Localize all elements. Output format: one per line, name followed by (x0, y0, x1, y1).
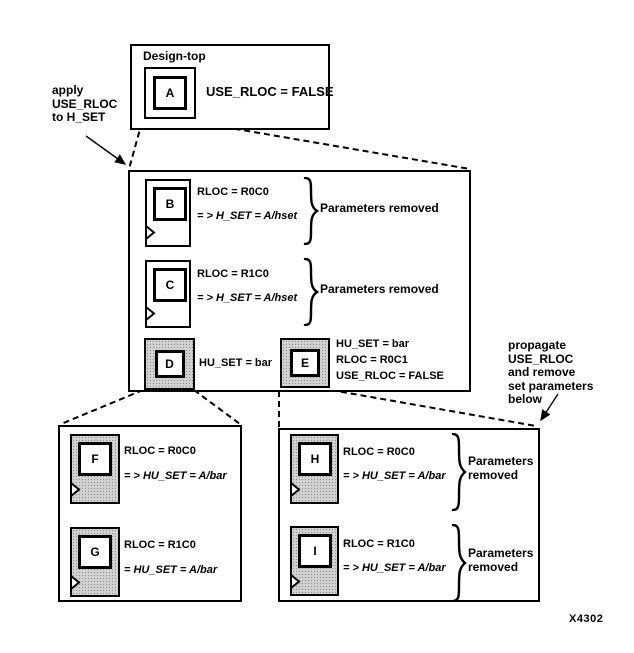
note-line: and remove (508, 365, 576, 379)
block-f-param-2: = > HU_SET = A/bar (124, 470, 227, 482)
note-line: USE_RLOC (508, 351, 574, 366)
block-h: H (290, 434, 339, 504)
block-b-label: B (153, 187, 187, 221)
block-c-param-2: = > H_SET = A/hset (197, 292, 298, 304)
parameters-removed-note: Parameters removed (320, 282, 439, 296)
block-f-label: F (78, 442, 112, 476)
note-line: propagate (508, 338, 567, 352)
block-b-param-2: = > H_SET = A/hset (197, 210, 298, 222)
block-i-label: I (298, 534, 332, 568)
block-e-param-2: RLOC = R0C1 (336, 354, 408, 366)
block-d: D (144, 338, 195, 390)
block-e-param-1: HU_SET = bar (336, 338, 410, 350)
block-b-param-1: RLOC = R0C0 (197, 186, 269, 198)
block-e: E (280, 338, 330, 388)
note-propagate-use-rloc: propagate USE_RLOC and remove set parame… (508, 338, 594, 407)
block-h-param-2: = > HU_SET = A/bar (343, 470, 446, 482)
block-h-label: H (298, 442, 332, 476)
brace-icon (303, 258, 319, 326)
block-g: G (70, 527, 120, 597)
parameters-removed-note: Parameters removed (468, 454, 534, 482)
bottom-left-box: F RLOC = R0C0 = > HU_SET = A/bar G RLOC … (58, 425, 242, 602)
clock-input-icon (70, 575, 81, 590)
block-h-param-1: RLOC = R0C0 (343, 446, 415, 458)
design-top-title: Design-top (143, 49, 206, 63)
block-f: F (70, 434, 120, 504)
block-g-param-2: = HU_SET = A/bar (124, 564, 218, 576)
clock-input-icon (290, 482, 301, 497)
clock-input-icon (70, 482, 81, 497)
block-c: C (145, 260, 191, 328)
block-a-label: A (153, 76, 187, 110)
note-apply-use-rloc: apply USE_RLOC to H_SET (52, 83, 118, 125)
clock-input-icon (290, 574, 301, 589)
block-c-param-1: RLOC = R1C0 (197, 268, 269, 280)
block-e-param-3: USE_RLOC = FALSE (336, 370, 444, 382)
parameters-removed-note: Parameters removed (468, 546, 534, 574)
block-i: I (290, 526, 339, 596)
block-e-label: E (290, 349, 320, 377)
design-top-param: USE_RLOC = FALSE (206, 84, 334, 99)
brace-icon (451, 433, 467, 511)
brace-icon (303, 177, 319, 245)
block-b: B (145, 179, 191, 247)
block-d-label: D (154, 350, 185, 378)
note-line: to H_SET (52, 110, 106, 124)
note-line: USE_RLOC (52, 96, 118, 111)
clock-input-icon (145, 306, 156, 321)
note-line: set parameters (508, 378, 594, 393)
block-i-param-2: = > HU_SET = A/bar (343, 562, 446, 574)
block-g-param-1: RLOC = R1C0 (124, 539, 196, 551)
left-note-arrow (85, 135, 127, 165)
block-f-param-1: RLOC = R0C0 (124, 445, 196, 457)
design-top-box: Design-top A USE_RLOC = FALSE (130, 44, 334, 130)
mid-box: B RLOC = R0C0 = > H_SET = A/hset Paramet… (128, 170, 471, 392)
block-g-label: G (78, 535, 112, 569)
block-c-label: C (153, 268, 187, 302)
figure-id: X4302 (569, 613, 604, 625)
block-a: A (144, 67, 196, 119)
clock-input-icon (145, 225, 156, 240)
block-d-param-1: HU_SET = bar (199, 357, 273, 369)
note-line: below (508, 392, 543, 406)
brace-icon (451, 524, 467, 602)
bottom-right-box: H RLOC = R0C0 = > HU_SET = A/bar Paramet… (278, 428, 540, 602)
parameters-removed-note: Parameters removed (320, 201, 439, 215)
block-i-param-1: RLOC = R1C0 (343, 538, 415, 550)
note-line: apply (52, 83, 84, 97)
